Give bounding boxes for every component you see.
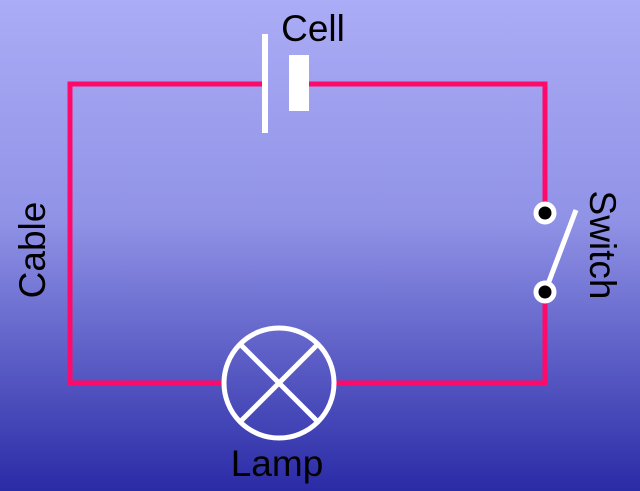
switch-label: Switch	[582, 191, 623, 300]
cell-label: Cell	[281, 8, 345, 49]
lamp-label: Lamp	[231, 443, 324, 484]
switch-bottom-contact	[533, 280, 557, 304]
wire	[67, 81, 548, 386]
switch-top-contact	[533, 201, 557, 225]
cell-short-plate	[289, 55, 309, 111]
cable-label: Cable	[12, 202, 53, 299]
switch-symbol	[533, 201, 579, 304]
cell-symbol	[262, 34, 309, 133]
lamp-symbol	[221, 325, 337, 441]
cell-long-plate	[262, 34, 268, 133]
switch-lever	[542, 209, 579, 293]
